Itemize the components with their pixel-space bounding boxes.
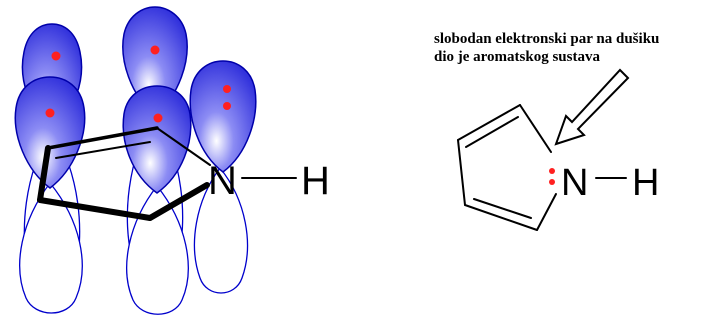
hydrogen-label-left: H xyxy=(301,159,330,203)
caption-line-2: dio je aromatskog sustava xyxy=(434,49,600,65)
ring-bonds-3d xyxy=(37,126,297,221)
lone-pair-electron xyxy=(223,102,231,110)
pyrrole-ring xyxy=(457,104,627,231)
caption: slobodan elektronski par na dušiku dio j… xyxy=(434,30,659,66)
hydrogen-label-right: H xyxy=(632,162,659,204)
lower-lobe xyxy=(19,181,83,314)
lone-pair-electron xyxy=(223,85,231,93)
pi-electrons xyxy=(45,45,231,123)
hollow-arrow-icon xyxy=(554,68,630,146)
nitrogen-label-right: N xyxy=(561,162,588,204)
lone-pair-electron xyxy=(549,168,555,174)
structural-formula: N H xyxy=(457,68,659,231)
caption-line-1: slobodan elektronski par na dušiku xyxy=(434,31,660,47)
orbital-model: N H xyxy=(14,6,330,315)
p-orbital-upper-lobe xyxy=(14,76,86,189)
lone-pair-dots xyxy=(549,168,555,185)
lone-pair-electron xyxy=(549,179,555,185)
electron-dot xyxy=(51,51,61,61)
electron-dot xyxy=(153,113,163,123)
nitrogen-lone-pair-lobe xyxy=(189,60,257,173)
upper-lobes-front xyxy=(14,60,257,194)
electron-dot xyxy=(150,45,160,55)
lower-lobe xyxy=(193,166,249,294)
nitrogen-label-left: N xyxy=(208,159,237,203)
electron-dot xyxy=(45,108,55,118)
